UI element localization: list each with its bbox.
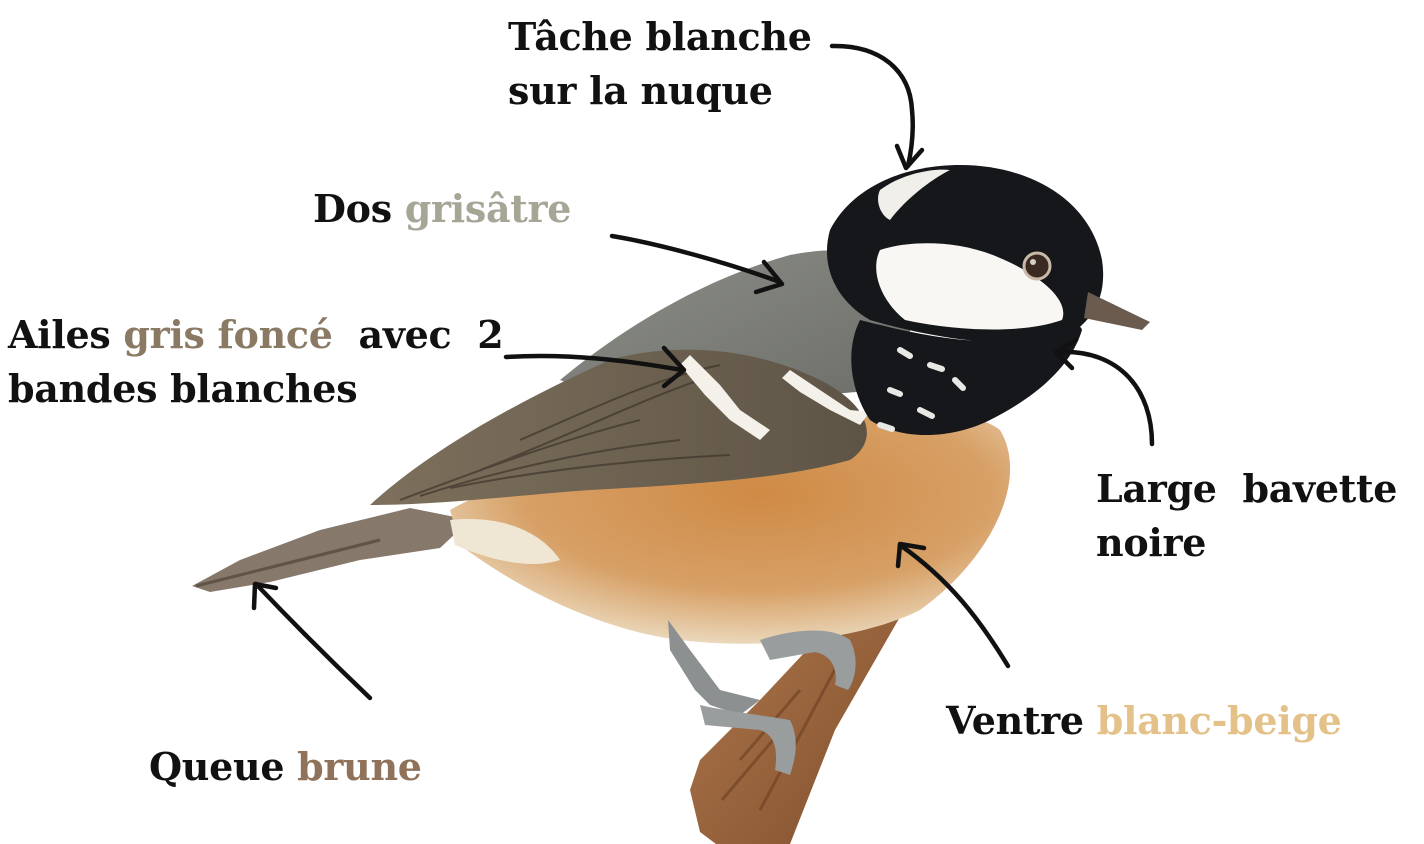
label-ventre: Ventre blanc-beige — [946, 694, 1341, 748]
label-bavette: Large bavette noire — [1096, 462, 1397, 570]
label-nuque-line1: Tâche blanche — [508, 10, 812, 64]
label-nuque: Tâche blanche sur la nuque — [508, 10, 812, 118]
label-ailes: Ailes gris foncé avec 2 bandes blanches — [8, 308, 503, 416]
label-queue-color: brune — [297, 744, 422, 789]
arrow-nuque — [832, 46, 913, 166]
arrow-dos — [612, 236, 780, 282]
label-ailes-prefix: Ailes — [8, 312, 123, 357]
label-ailes-suffix: avec 2 — [333, 312, 504, 357]
bird-beak — [1084, 292, 1150, 330]
label-ailes-line2: bandes blanches — [8, 362, 503, 416]
label-bavette-line2: noire — [1096, 516, 1397, 570]
label-queue-prefix: Queue — [149, 744, 297, 789]
bird-tail — [192, 508, 470, 592]
label-dos: Dos grisâtre — [313, 182, 571, 236]
arrow-queue — [256, 584, 370, 698]
label-ailes-color: gris foncé — [123, 312, 332, 357]
label-nuque-line2: sur la nuque — [508, 64, 812, 118]
arrow-bavette — [1060, 352, 1152, 444]
label-bavette-line1: Large bavette — [1096, 462, 1397, 516]
bird-eye — [1024, 253, 1050, 279]
label-ventre-color: blanc-beige — [1097, 698, 1342, 743]
label-ventre-prefix: Ventre — [946, 698, 1097, 743]
label-queue: Queue brune — [149, 740, 422, 794]
eye-highlight — [1030, 259, 1036, 265]
label-dos-color: grisâtre — [405, 186, 571, 231]
label-dos-prefix: Dos — [313, 186, 405, 231]
